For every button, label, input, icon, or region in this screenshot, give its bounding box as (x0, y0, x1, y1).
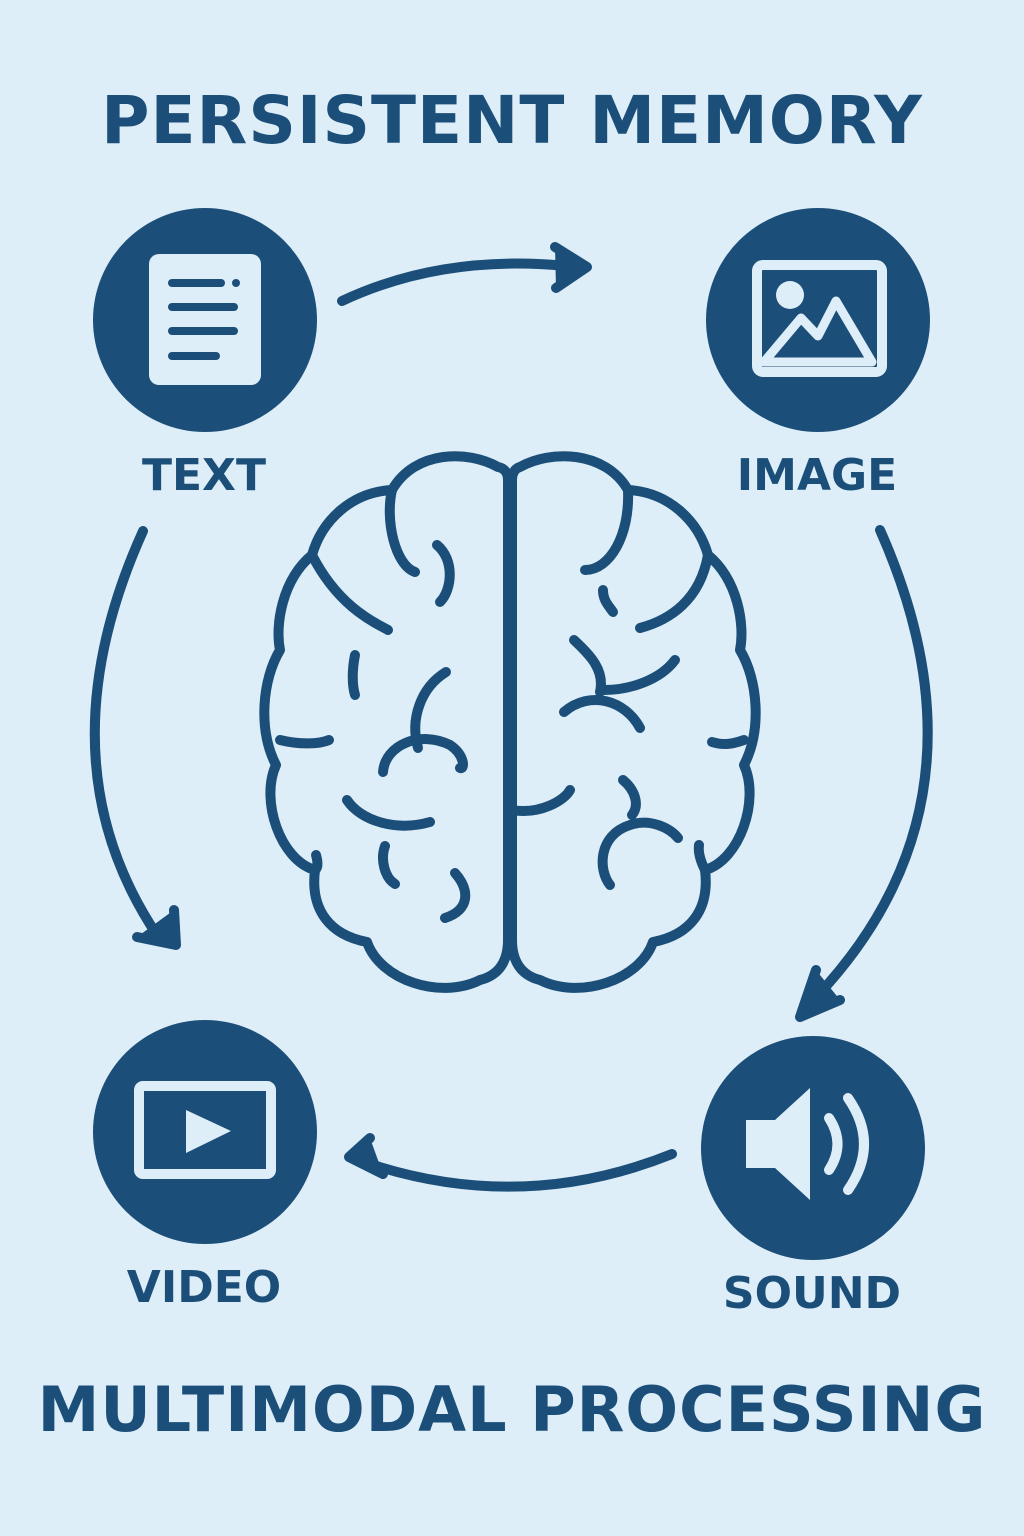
text-label: TEXT (141, 450, 266, 501)
image-icon (752, 260, 887, 377)
video-node (93, 1020, 317, 1244)
arrow-text-to-image (337, 242, 592, 306)
arrow-text-to-video (89, 526, 181, 950)
image-node-circle (706, 208, 930, 432)
sound-node (701, 1036, 925, 1260)
speaker-icon (746, 1088, 869, 1200)
sound-label: SOUND (722, 1268, 902, 1319)
video-play-icon (134, 1081, 276, 1179)
image-node (706, 208, 930, 432)
arrow-sound-to-video (344, 1133, 677, 1192)
page-title: PERSISTENT MEMORY (101, 82, 923, 159)
text-node (93, 208, 317, 432)
brain-icon (259, 451, 761, 993)
sound-node-circle (701, 1036, 925, 1260)
flow-arrows (89, 242, 933, 1192)
video-label: VIDEO (126, 1262, 282, 1313)
document-icon (149, 254, 261, 385)
page-subtitle: MULTIMODAL PROCESSING (37, 1373, 987, 1446)
arrow-image-to-sound (795, 525, 933, 1022)
image-label: IMAGE (736, 450, 898, 501)
